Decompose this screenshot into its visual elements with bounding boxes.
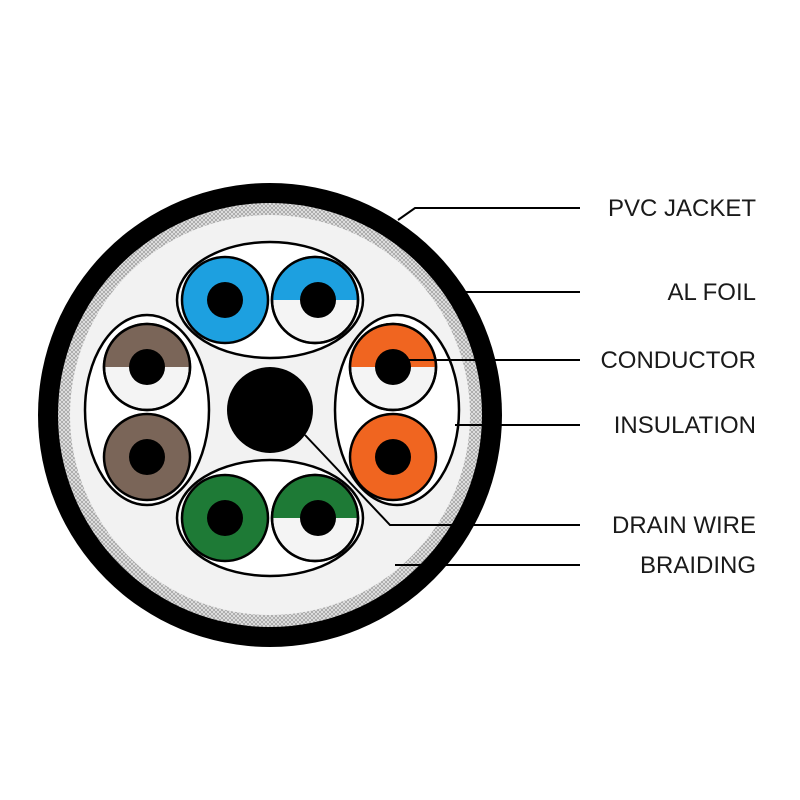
drain-wire-label: DRAIN WIRE: [612, 512, 756, 539]
green-white-conductor: [300, 500, 336, 536]
insulation-label: INSULATION: [614, 412, 756, 439]
pvc-jacket-leader: [397, 207, 580, 221]
brown-solid-conductor: [129, 439, 165, 475]
orange-solid-conductor: [375, 439, 411, 475]
brown-white-conductor: [129, 349, 165, 385]
orange-pair: [348, 322, 438, 502]
blue-pair: [180, 255, 360, 345]
conductor-label: CONDUCTOR: [600, 347, 756, 374]
brown-white-ring-border: [102, 322, 192, 412]
green-pair: [180, 473, 360, 563]
orange-white-conductor: [375, 349, 411, 385]
blue-white-conductor: [300, 282, 336, 318]
blue-white-ring-border: [270, 255, 360, 345]
al-foil-label: AL FOIL: [668, 279, 756, 306]
drain-wire-leader: [304, 434, 580, 526]
blue-solid-conductor: [207, 282, 243, 318]
orange-white-ring-border: [348, 322, 438, 412]
pvc-jacket-label: PVC JACKET: [608, 195, 756, 222]
drain-wire: [227, 367, 313, 453]
green-solid-conductor: [207, 500, 243, 536]
braiding-label: BRAIDING: [640, 552, 756, 579]
green-white-ring-border: [270, 473, 360, 563]
